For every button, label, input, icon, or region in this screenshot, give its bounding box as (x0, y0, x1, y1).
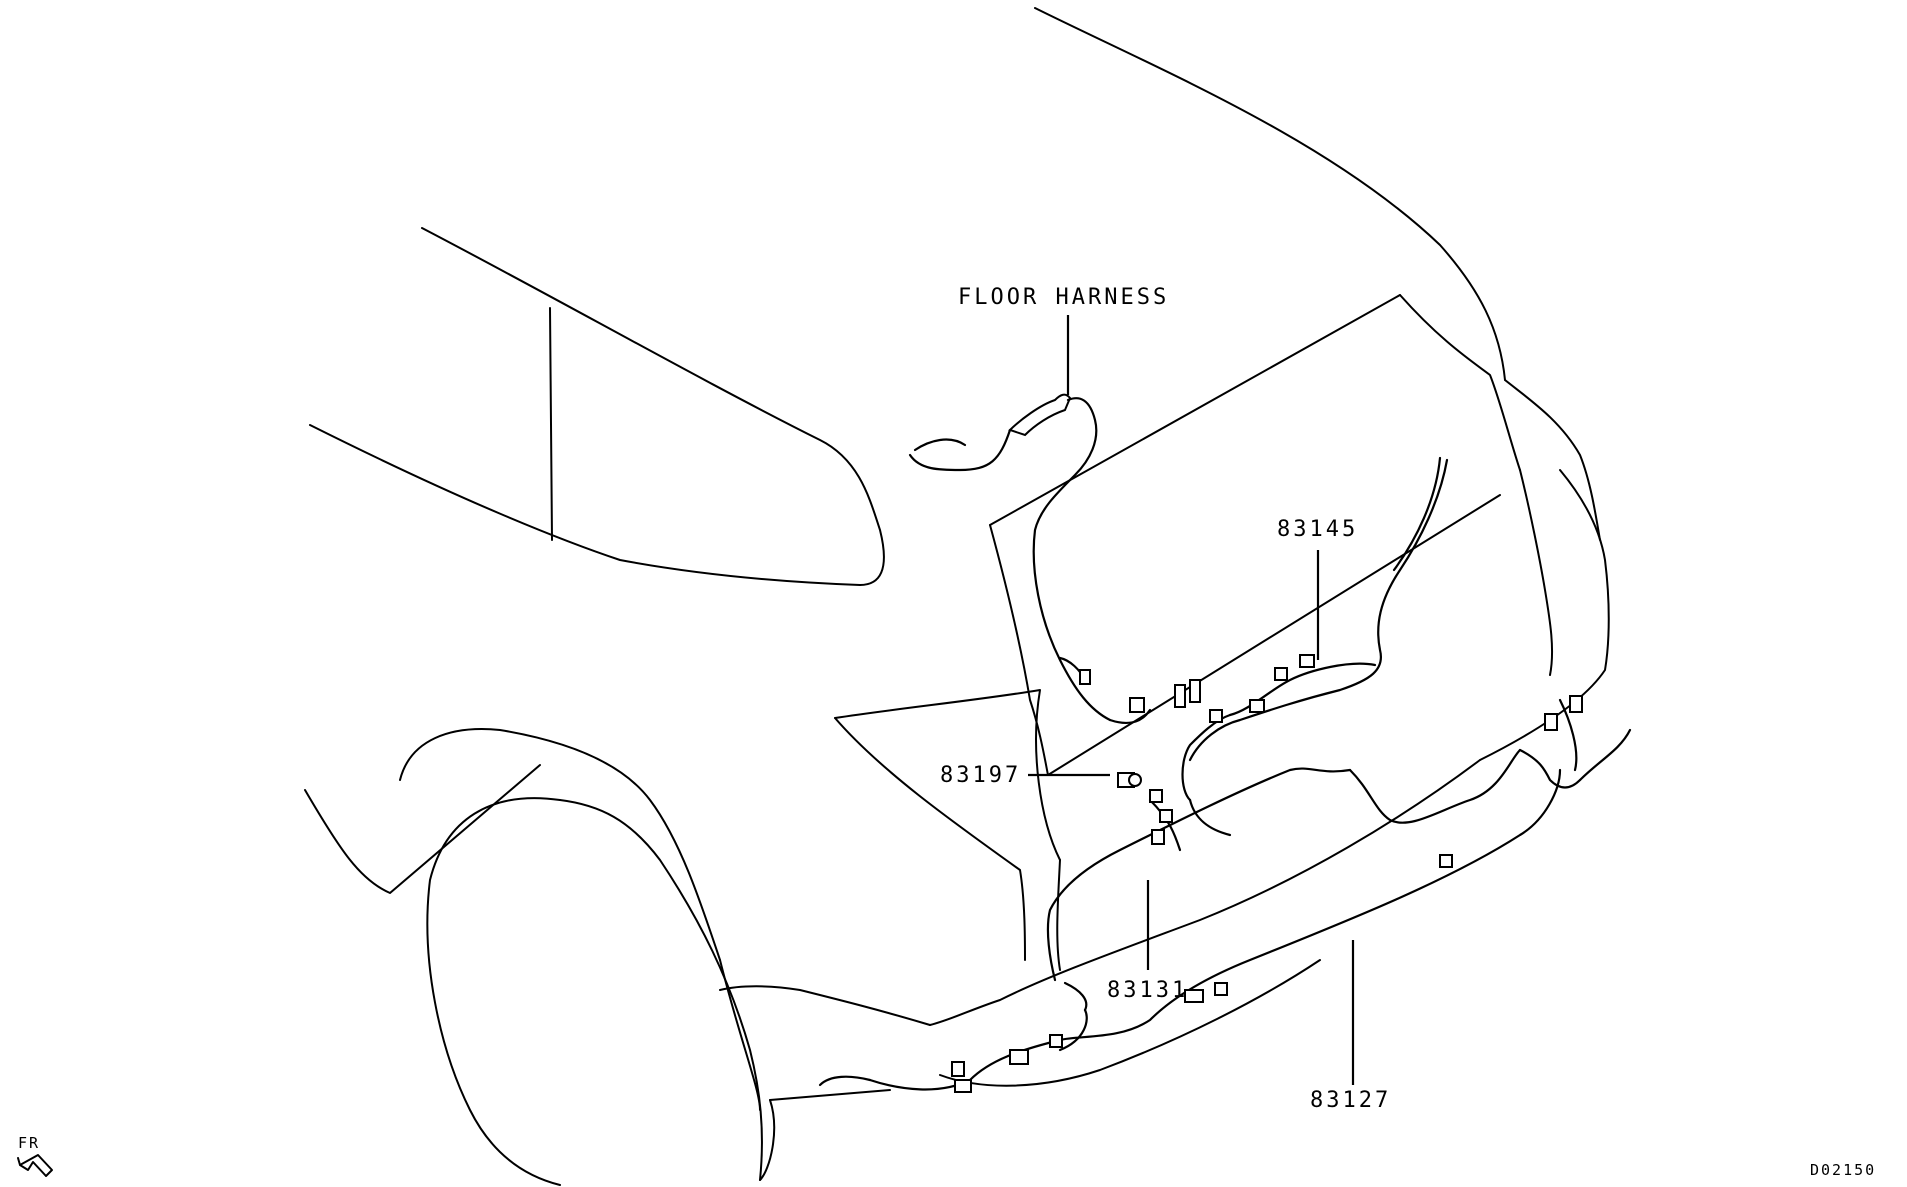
leader-lines (1028, 315, 1355, 1085)
vehicle-body-outline (304, 7, 1610, 1186)
harness-83145 (1174, 456, 1449, 837)
label-floor-harness: FLOOR HARNESS (958, 285, 1170, 310)
harness-83127 (818, 695, 1583, 1093)
harness-83131 (1046, 728, 1632, 982)
floor-harness-wire (908, 393, 1152, 725)
drawing-code: D02150 (1810, 1161, 1877, 1179)
label-83127: 83127 (1310, 1088, 1392, 1113)
sensor-83197 (1117, 772, 1142, 788)
label-fr: FR (18, 1134, 41, 1152)
label-83131: 83131 (1107, 978, 1189, 1003)
fr-arrow-icon (17, 1154, 53, 1177)
label-83197: 83197 (940, 763, 1022, 788)
label-83145: 83145 (1277, 517, 1359, 542)
